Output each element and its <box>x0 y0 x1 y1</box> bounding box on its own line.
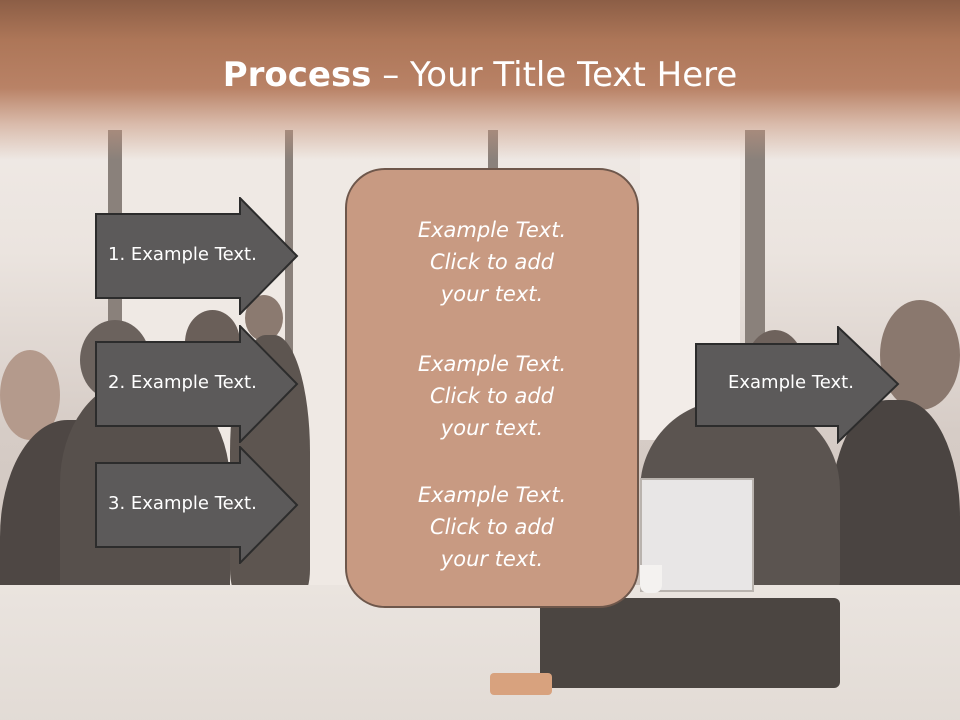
slide-title: Process – Your Title Text Here <box>0 52 960 98</box>
arrow-label: 1. Example Text. <box>108 244 257 265</box>
block-line: Example Text. <box>417 352 567 376</box>
arrow-shape-icon <box>695 326 900 444</box>
center-text-block-2: Example Text. Click to add your text. <box>347 348 637 444</box>
block-line: Example Text. <box>417 218 567 242</box>
arrow-shape-icon <box>95 197 299 315</box>
right-arrow[interactable]: Example Text. <box>695 326 900 444</box>
left-arrow-2[interactable]: 2. Example Text. <box>95 325 300 443</box>
block-line: your text. <box>440 416 544 440</box>
arrow-label: Example Text. <box>728 372 854 393</box>
title-band <box>0 0 960 160</box>
center-text-box[interactable]: Example Text. Click to add your text. Ex… <box>345 168 639 608</box>
arrow-label: 2. Example Text. <box>108 372 257 393</box>
block-line: your text. <box>440 282 544 306</box>
arrow-shape-icon <box>95 446 299 564</box>
block-line: Example Text. <box>417 483 567 507</box>
arrow-label: 3. Example Text. <box>108 493 257 514</box>
block-line: Click to add <box>429 515 554 539</box>
block-line: Click to add <box>429 384 554 408</box>
block-line: your text. <box>440 547 544 571</box>
center-text-block-1: Example Text. Click to add your text. <box>347 214 637 310</box>
title-rest: – Your Title Text Here <box>371 55 738 95</box>
title-bold: Process <box>222 55 372 95</box>
block-line: Click to add <box>429 250 554 274</box>
center-text-block-3: Example Text. Click to add your text. <box>347 479 637 575</box>
left-arrow-1[interactable]: 1. Example Text. <box>95 197 300 315</box>
left-arrow-3[interactable]: 3. Example Text. <box>95 446 300 564</box>
arrow-shape-icon <box>95 325 299 443</box>
